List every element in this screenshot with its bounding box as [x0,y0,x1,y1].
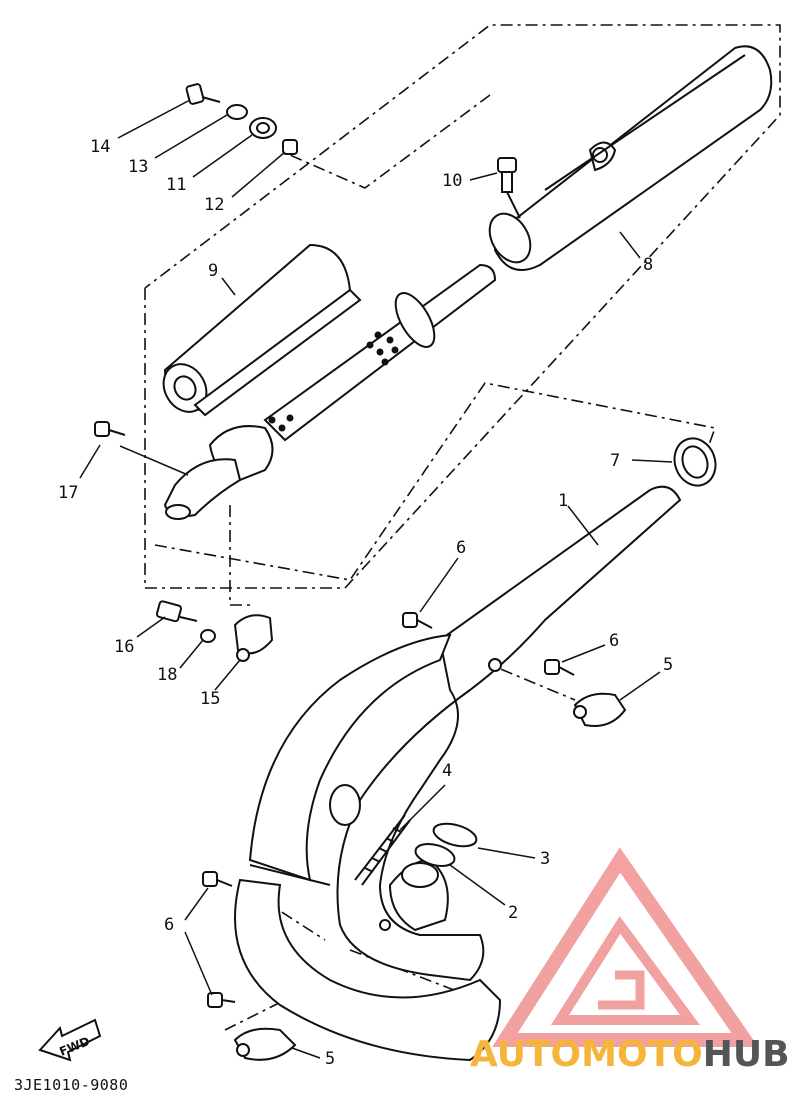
mount-hardware [202,612,627,1061]
callout-6b: 6 [609,631,619,651]
fasteners-top [185,83,298,155]
callout-11: 11 [166,175,186,195]
callout-10: 10 [442,171,462,191]
watermark-text: AUTOMOTOHUB [470,1034,790,1075]
callout-6c: 6 [164,915,174,935]
callout-13: 13 [128,157,148,177]
callout-17: 17 [58,483,78,503]
watermark-logo [492,847,759,1047]
exhaust-pipe [234,485,682,1062]
clamp-7 [673,437,717,487]
assembly-outline [144,24,781,1031]
callout-12: 12 [204,195,224,215]
callout-7: 7 [610,451,620,471]
part-code: 3JE1010-9080 [14,1076,129,1094]
callout-4: 4 [442,761,452,781]
callout-2: 2 [508,903,518,923]
callout-5b: 5 [325,1049,335,1069]
callout-14: 14 [90,137,110,157]
bolt-10 [497,157,521,219]
fibre-wrap [162,243,362,417]
callout-18: 18 [157,665,177,685]
callout-8: 8 [643,255,653,275]
inner-tube [163,263,497,520]
watermark-part1: AUTOMOTO [470,1034,703,1075]
fasteners-left [94,421,274,662]
callout-3: 3 [540,849,550,869]
callouts: 14 13 11 12 10 8 9 17 7 1 6 6 5 16 18 15… [58,137,673,1069]
spring-gaskets [354,814,478,886]
callout-16: 16 [114,637,134,657]
watermark-part2: HUB [702,1034,790,1075]
silencer-body [488,45,773,271]
callout-1: 1 [558,491,568,511]
leader-lines [79,99,673,1059]
callout-9: 9 [208,261,218,281]
callout-6a: 6 [456,538,466,558]
fwd-arrow-icon: FWD [38,1018,102,1062]
callout-5a: 5 [663,655,673,675]
callout-15: 15 [200,689,220,709]
